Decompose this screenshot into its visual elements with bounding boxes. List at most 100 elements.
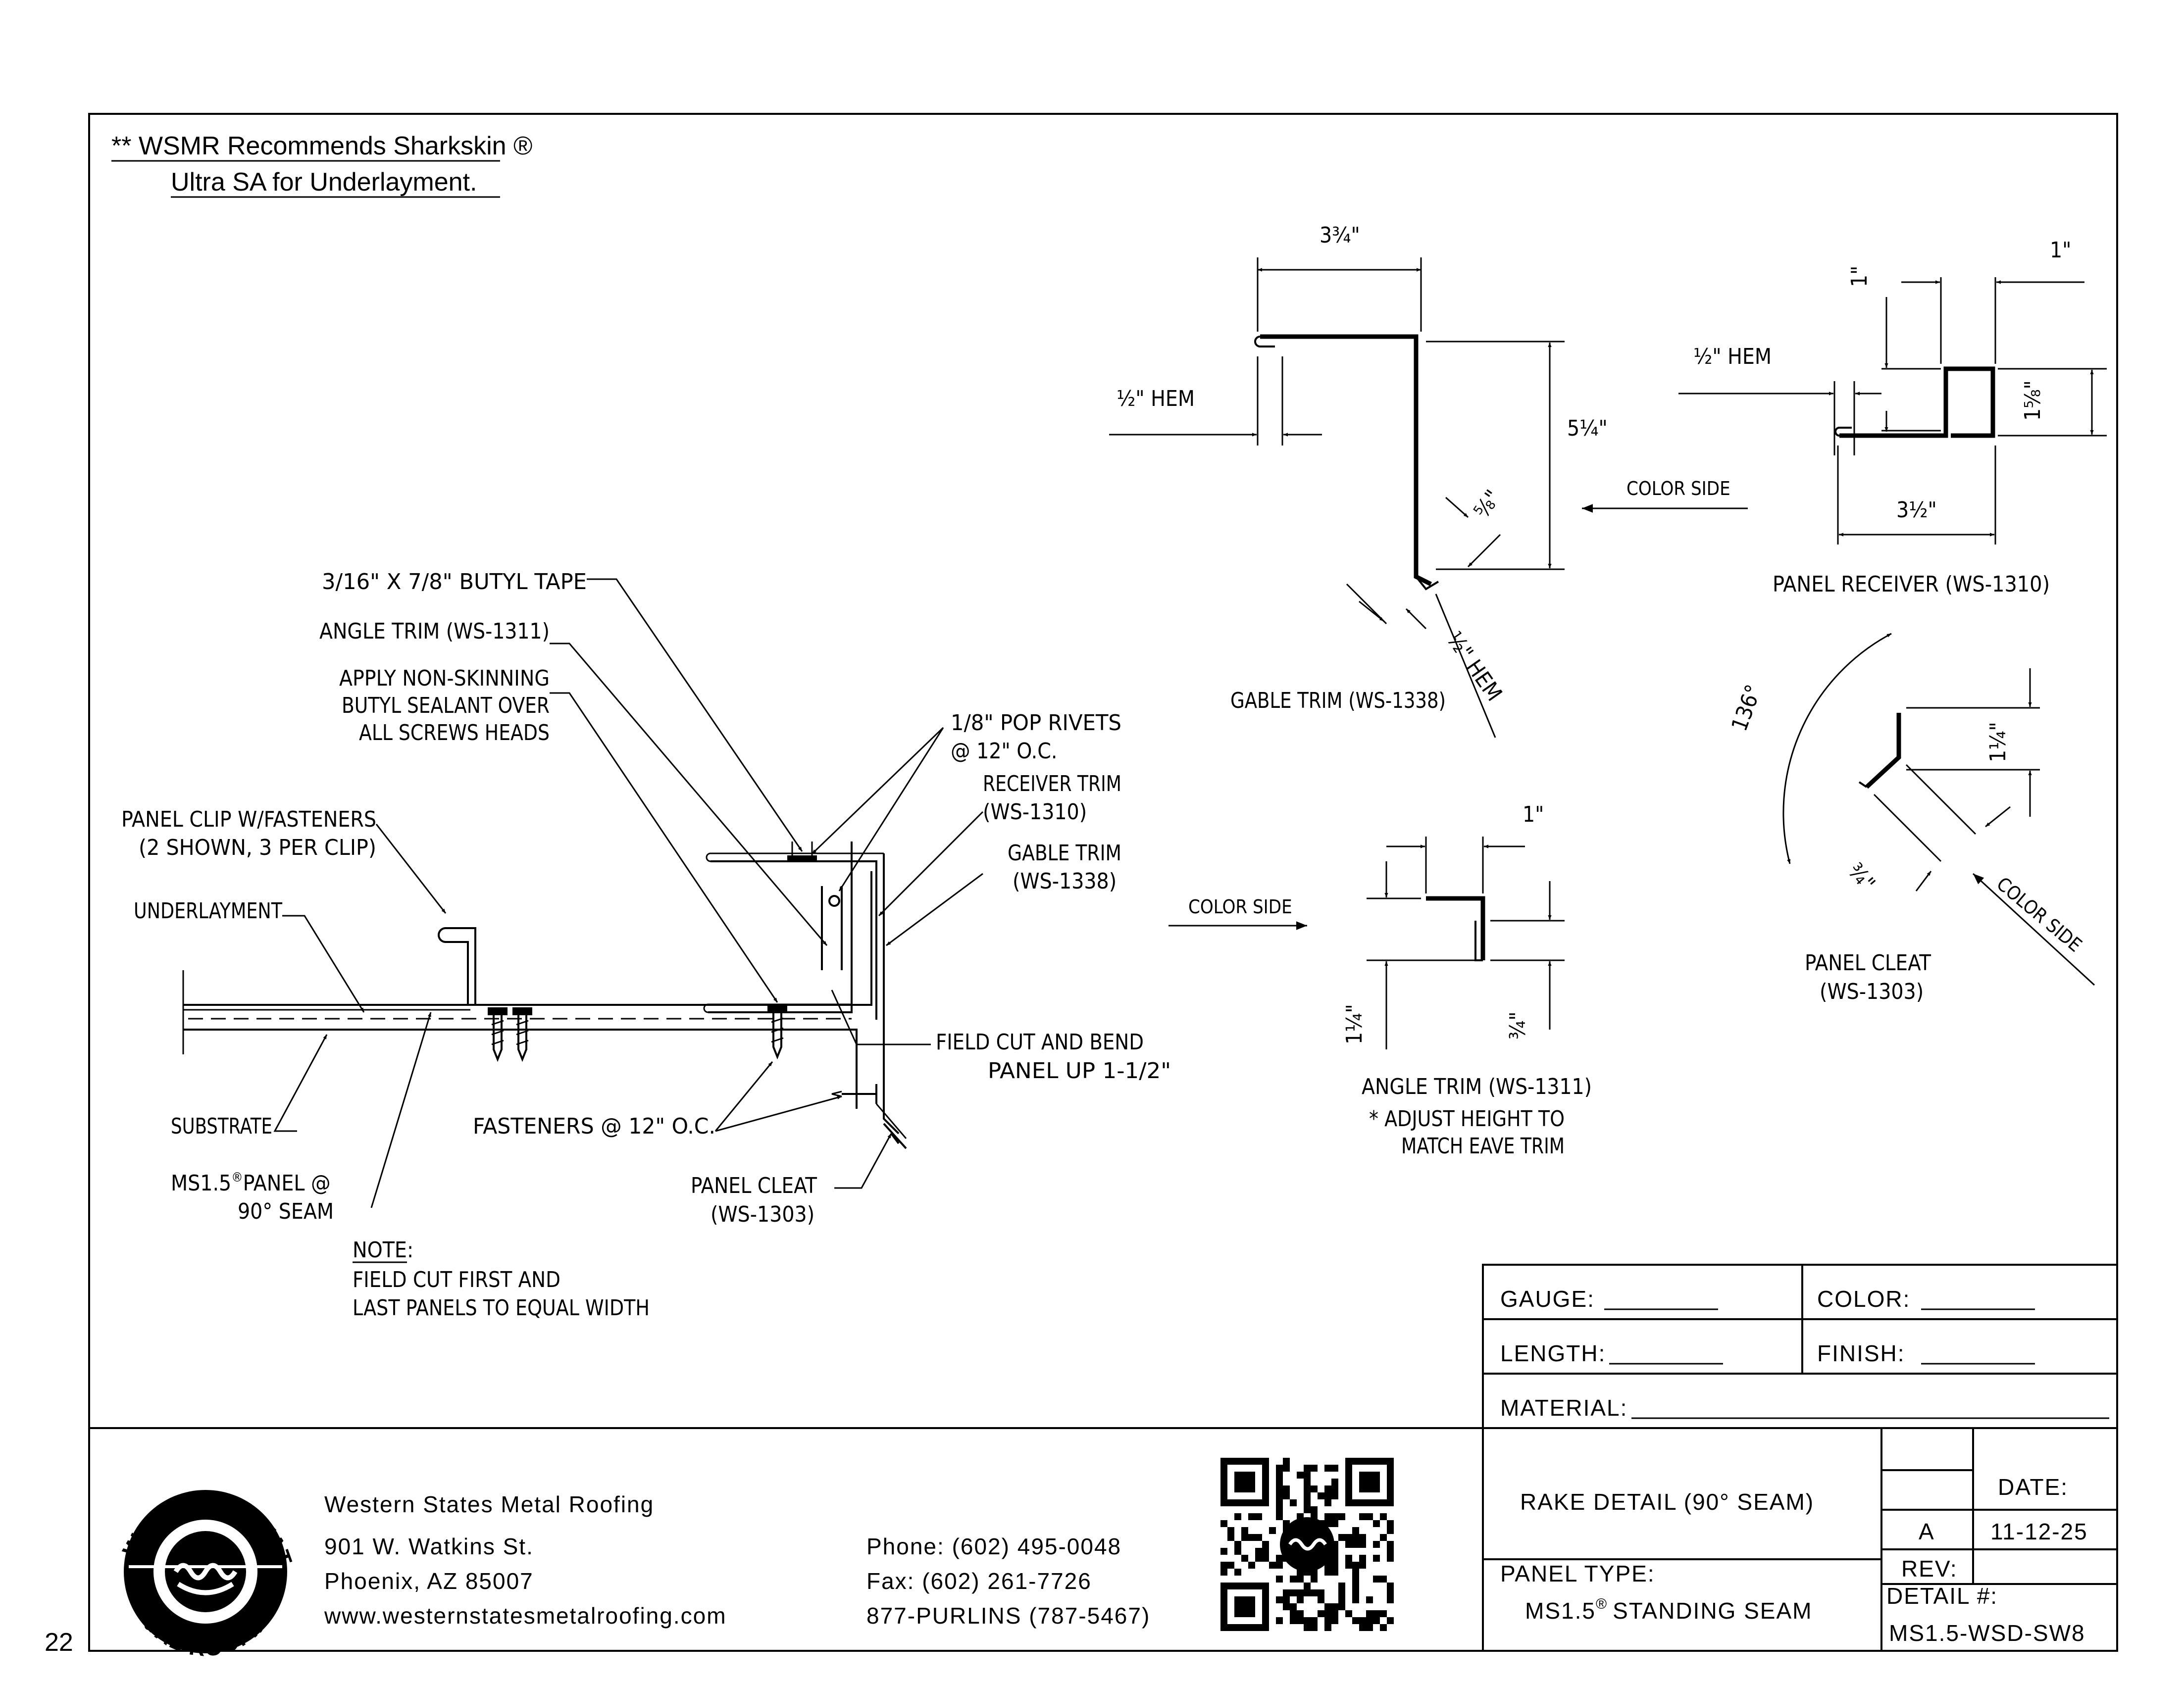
receiver-label: PANEL RECEIVER (WS-1310): [1773, 572, 2050, 597]
label-receiver-trim-1: RECEIVER TRIM: [983, 771, 1121, 796]
label-sealant-2: BUTYL SEALANT OVER: [342, 693, 550, 718]
label-panel-cleat-1: PANEL CLEAT: [691, 1173, 817, 1198]
company-purlins: 877-PURLINS (787-5467): [866, 1603, 1150, 1629]
label-field-cut-1: FIELD CUT AND BEND: [936, 1030, 1144, 1055]
gable-dim-hem: ½" HEM: [1117, 386, 1195, 411]
angle-color-side: COLOR SIDE: [1188, 896, 1292, 918]
label-receiver-trim-2: (WS-1310): [983, 799, 1087, 825]
page-number: 22: [45, 1628, 73, 1657]
label-substrate: SUBSTRATE: [171, 1114, 272, 1139]
gable-trim-profile: [1260, 334, 1432, 587]
note-title: NOTE:: [353, 1238, 413, 1263]
gable-dim-height: 5¼": [1567, 416, 1608, 441]
form-gauge[interactable]: GAUGE:: [1500, 1286, 1595, 1312]
label-sealant-3: ALL SCREWS HEADS: [359, 720, 550, 745]
label-panel-cleat-2: (WS-1303): [711, 1202, 814, 1227]
rev-value: A: [1919, 1519, 1935, 1544]
label-field-cut-2: PANEL UP 1-1/2": [988, 1058, 1171, 1084]
gable-dim-top: 3¾": [1320, 223, 1360, 248]
label-pop-rivets-1: 1/8" POP RIVETS: [951, 710, 1121, 736]
angle-dim-left: 1¼": [1342, 1004, 1367, 1044]
note-line-b: LAST PANELS TO EQUAL WIDTH: [353, 1295, 650, 1321]
angle-dim-top: 1": [1523, 802, 1544, 827]
panel-type-label: PANEL TYPE:: [1500, 1561, 1655, 1586]
panel-receiver-detail: 1" 1" ½" HEM 1⅝" 3½" PANEL RECEIVER (WS-…: [1678, 238, 2107, 597]
note-line-a: FIELD CUT FIRST AND: [353, 1267, 560, 1292]
form-length[interactable]: LENGTH:: [1500, 1340, 1606, 1366]
receiver-trim-shape: [711, 860, 877, 1020]
receiver-dim-hem: ½" HEM: [1693, 344, 1772, 369]
company-name: Western States Metal Roofing: [324, 1491, 654, 1517]
panel-cleat-detail: 136° 1¼" ¾" COLOR SIDE PANEL CLEAT (WS-1…: [1727, 633, 2095, 1004]
note-line-1: ** WSMR Recommends Sharkskin ®: [111, 132, 532, 160]
label-sealant-1: APPLY NON-SKINNING: [339, 666, 550, 691]
gable-trim-detail: 3¾" ½" HEM 5¼" ⅝" ½" HEM COLOR SIDE GABL…: [1109, 223, 1748, 738]
angle-dim-right: ¾": [1505, 1011, 1530, 1040]
main-assembly: [182, 842, 907, 1149]
angle-note-1: * ADJUST HEIGHT TO: [1369, 1106, 1565, 1132]
receiver-dim-1b: 1": [2050, 238, 2071, 263]
company-address-1: 901 W. Watkins St.: [324, 1534, 534, 1559]
label-butyl-tape: 3/16" X 7/8" BUTYL TAPE: [322, 569, 587, 594]
substrate-line: [183, 1029, 858, 1109]
angle-arc: [1782, 633, 1892, 864]
pop-rivet: [828, 895, 840, 907]
receiver-dim-width: 3½": [1896, 497, 1937, 523]
detail-number-value: MS1.5-WSD-SW8: [1889, 1620, 2085, 1646]
gable-color-side: COLOR SIDE: [1626, 478, 1730, 499]
note-line-2: Ultra SA for Underlayment.: [171, 168, 477, 197]
label-gable-trim-1: GABLE TRIM: [1008, 841, 1121, 866]
panel-type-value: MS1.5®STANDING SEAM: [1525, 1596, 1812, 1624]
qr-code[interactable]: [1220, 1458, 1394, 1631]
sheet-border: [88, 113, 2118, 1652]
gable-dim-hem2: ½" HEM: [1441, 627, 1507, 706]
receiver-profile: [1839, 366, 1995, 438]
angle-trim-label: ANGLE TRIM (WS-1311): [1362, 1074, 1592, 1099]
gable-dim-angle: ⅝": [1469, 486, 1506, 523]
gable-trim-label: GABLE TRIM (WS-1338): [1230, 688, 1446, 713]
screw: [767, 1005, 787, 1060]
callout-texts: 3/16" X 7/8" BUTYL TAPE ANGLE TRIM (WS-1…: [121, 569, 1171, 1321]
label-angle-trim: ANGLE TRIM (WS-1311): [319, 619, 550, 644]
screw: [488, 1007, 508, 1062]
detail-number-label: DETAIL #:: [1886, 1583, 1998, 1609]
cleat-fastener: [842, 1084, 877, 1104]
panel-line: [183, 871, 872, 1006]
receiver-dim-1a: 1": [1847, 266, 1872, 287]
rev-label: REV:: [1901, 1556, 1958, 1582]
label-panel-1: MS1.5®PANEL @: [171, 1170, 331, 1196]
angle-trim-shape: [708, 842, 853, 1013]
cleat-dim-a: 1¼": [1985, 722, 2011, 762]
form-color[interactable]: COLOR:: [1817, 1286, 1910, 1312]
angle-trim-profile: [1426, 896, 1485, 960]
label-panel-clip-2: (2 SHOWN, 3 PER CLIP): [139, 835, 376, 860]
label-gable-trim-2: (WS-1338): [1013, 869, 1117, 894]
cleat-angle: 136°: [1727, 682, 1767, 735]
form-material[interactable]: MATERIAL:: [1500, 1395, 1627, 1421]
label-pop-rivets-2: @ 12" O.C.: [951, 739, 1057, 764]
cleat-label-1: PANEL CLEAT: [1805, 950, 1931, 976]
underlayment-note: ** WSMR Recommends Sharkskin ® Ultra SA …: [111, 132, 532, 198]
screw: [512, 1007, 532, 1062]
company-website[interactable]: www.westernstatesmetalroofing.com: [324, 1603, 727, 1629]
panel-cleat-shape: [883, 1123, 907, 1149]
company-address-2: Phoenix, AZ 85007: [324, 1568, 534, 1594]
svg-text:WESTERN STATES: WESTERN STATES: [0, 0, 298, 1570]
label-fasteners: FASTENERS @ 12" O.C.: [473, 1114, 715, 1139]
company-fax: Fax: (602) 261-7726: [866, 1568, 1092, 1594]
receiver-dim-height: 1⅝": [2020, 380, 2045, 421]
angle-note-2: MATCH EAVE TRIM: [1401, 1134, 1565, 1159]
logo-text-top: WESTERN STATES: [0, 0, 297, 1570]
panel-clip: [438, 927, 476, 1005]
gable-trim-shape: [883, 853, 900, 1135]
date-value: 11-12-25: [1990, 1519, 2088, 1544]
cleat-label-2: (WS-1303): [1820, 979, 1924, 1004]
butyl-tape: [787, 855, 817, 862]
company-phone: Phone: (602) 495-0048: [866, 1534, 1121, 1559]
cleat-color-side: COLOR SIDE: [1992, 873, 2086, 956]
form-finish[interactable]: FINISH:: [1817, 1340, 1905, 1366]
date-label: DATE:: [1998, 1474, 2068, 1500]
order-form: GAUGE: COLOR: LENGTH: FINISH: MATERIAL:: [1482, 1264, 2118, 1429]
angle-trim-detail: 1" 1¼" ¾" COLOR SIDE ANGLE TRIM (WS-1311…: [1168, 802, 1592, 1159]
